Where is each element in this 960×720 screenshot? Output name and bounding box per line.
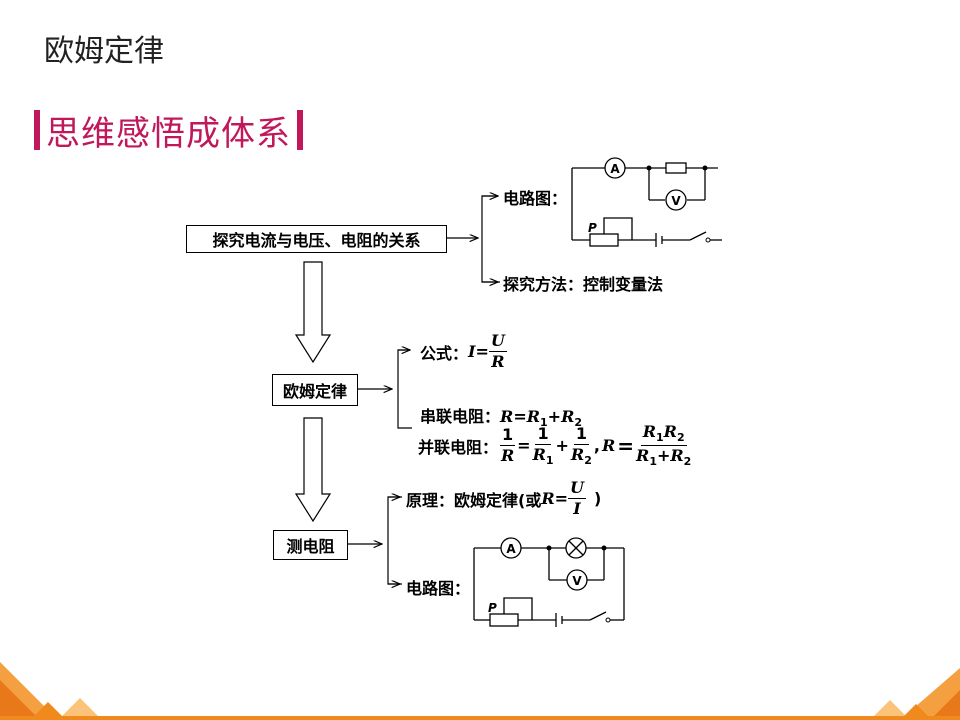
circuit-label-2: 电路图： bbox=[406, 579, 471, 598]
fraction-u-over-r: U R bbox=[488, 331, 507, 371]
voltmeter-icon bbox=[566, 569, 588, 591]
junction-dot bbox=[601, 545, 607, 551]
numerator: U bbox=[568, 478, 586, 499]
symbol-r2: R bbox=[561, 407, 575, 426]
symbol-r: R bbox=[541, 489, 555, 508]
parallel-label: 并联电阻： bbox=[418, 437, 499, 457]
plus-sign: + bbox=[656, 446, 671, 466]
numerator: 1 bbox=[573, 423, 589, 445]
section-heading: 思维感悟成体系 bbox=[34, 106, 303, 154]
subscript: 1 bbox=[540, 416, 548, 430]
measure-resistance-box: 测电阻 bbox=[273, 530, 348, 560]
principle-suffix: ) bbox=[593, 489, 602, 508]
subscript: 1 bbox=[656, 431, 664, 445]
heading-bar-left bbox=[34, 110, 40, 150]
ammeter-label: A bbox=[610, 162, 620, 176]
circuit-label: 电路图： bbox=[503, 189, 568, 208]
ammeter-icon bbox=[604, 157, 626, 179]
heading-bar-right bbox=[297, 110, 303, 150]
subscript: 1 bbox=[545, 453, 554, 467]
relation-box: 探究电流与电压、电阻的关系 bbox=[186, 225, 447, 253]
switch-icon bbox=[705, 237, 711, 243]
fraction-1-over-r2: 1 R2 bbox=[570, 423, 592, 467]
voltmeter-label: V bbox=[572, 574, 582, 588]
parallel-row: 并联电阻： 1 R = 1 R1 + 1 R2 , R = R1R2 R1+R2 bbox=[418, 422, 692, 469]
corner-decoration-right bbox=[870, 668, 960, 720]
formula-label: 公式： bbox=[420, 343, 469, 363]
lamp-icon bbox=[565, 537, 587, 559]
comma: , bbox=[593, 436, 600, 456]
subscript: 2 bbox=[683, 455, 692, 469]
denominator: R bbox=[500, 446, 515, 466]
equals-sign: = bbox=[617, 433, 635, 458]
symbol-r: R bbox=[601, 436, 616, 456]
equals-sign: = bbox=[554, 489, 569, 508]
rheostat-label: P bbox=[488, 601, 497, 615]
bracket bbox=[387, 496, 402, 585]
subscript: 1 bbox=[649, 455, 657, 469]
section-heading-text: 思维感悟成体系 bbox=[46, 113, 291, 154]
symbol-r2: R bbox=[663, 422, 677, 441]
down-arrow bbox=[294, 261, 332, 364]
ammeter-label: A bbox=[506, 542, 516, 556]
symbol-r: R bbox=[500, 407, 514, 426]
fraction-1-over-r1: 1 R1 bbox=[532, 423, 554, 467]
equals-sign: = bbox=[517, 436, 531, 456]
method-label: 探究方法：控制变量法 bbox=[503, 275, 664, 294]
denominator: R bbox=[532, 444, 546, 464]
symbol-r1: R bbox=[636, 446, 650, 466]
denominator: R bbox=[491, 352, 505, 371]
rheostat-label: P bbox=[588, 221, 597, 235]
voltmeter-label: V bbox=[671, 194, 681, 208]
voltmeter-icon bbox=[665, 189, 687, 211]
series-label: 串联电阻： bbox=[420, 407, 501, 426]
symbol-r2: R bbox=[670, 446, 684, 466]
circuit-diagram-2 bbox=[473, 547, 625, 627]
fraction-1-over-r: 1 R bbox=[500, 425, 516, 466]
symbol-r1: R bbox=[642, 422, 657, 441]
junction-dot bbox=[546, 545, 552, 551]
bottom-stripe bbox=[0, 716, 960, 720]
equals-sign: = bbox=[475, 342, 489, 361]
numerator: 1 bbox=[500, 425, 516, 447]
slide-title: 欧姆定律 bbox=[44, 34, 164, 69]
fraction-u-over-i: U I bbox=[568, 480, 586, 517]
subscript: 2 bbox=[676, 431, 685, 445]
plus-sign: + bbox=[547, 407, 562, 426]
ohm-law-box: 欧姆定律 bbox=[272, 374, 358, 406]
symbol-r1: R bbox=[526, 407, 541, 426]
numerator: 1 bbox=[535, 423, 551, 445]
plus-sign: + bbox=[555, 436, 569, 456]
corner-decoration-left bbox=[0, 662, 102, 720]
bracket bbox=[397, 349, 412, 429]
circuit-diagram-1 bbox=[571, 162, 722, 247]
junction-dot bbox=[702, 165, 708, 171]
symbol-i: I bbox=[468, 342, 476, 361]
numerator: U bbox=[488, 331, 507, 352]
switch-icon bbox=[605, 617, 611, 623]
ammeter-icon bbox=[500, 537, 522, 559]
equals-sign: = bbox=[513, 407, 527, 426]
fraction-product-over-sum: R1R2 R1+R2 bbox=[636, 422, 692, 469]
subscript: 2 bbox=[584, 453, 592, 467]
bracket bbox=[481, 195, 500, 283]
principle-row: 原理：欧姆定律(或 R = U I ) bbox=[406, 480, 601, 517]
denominator: I bbox=[573, 499, 581, 518]
series-row: 串联电阻：R=R1+R2 bbox=[420, 403, 582, 429]
junction-dot bbox=[646, 165, 652, 171]
denominator: R bbox=[570, 444, 585, 464]
principle-prefix: 原理：欧姆定律(或 bbox=[406, 490, 542, 510]
subscript: 2 bbox=[574, 416, 583, 430]
down-arrow bbox=[294, 417, 332, 523]
formula-row: 公式： I = U R bbox=[420, 333, 507, 370]
